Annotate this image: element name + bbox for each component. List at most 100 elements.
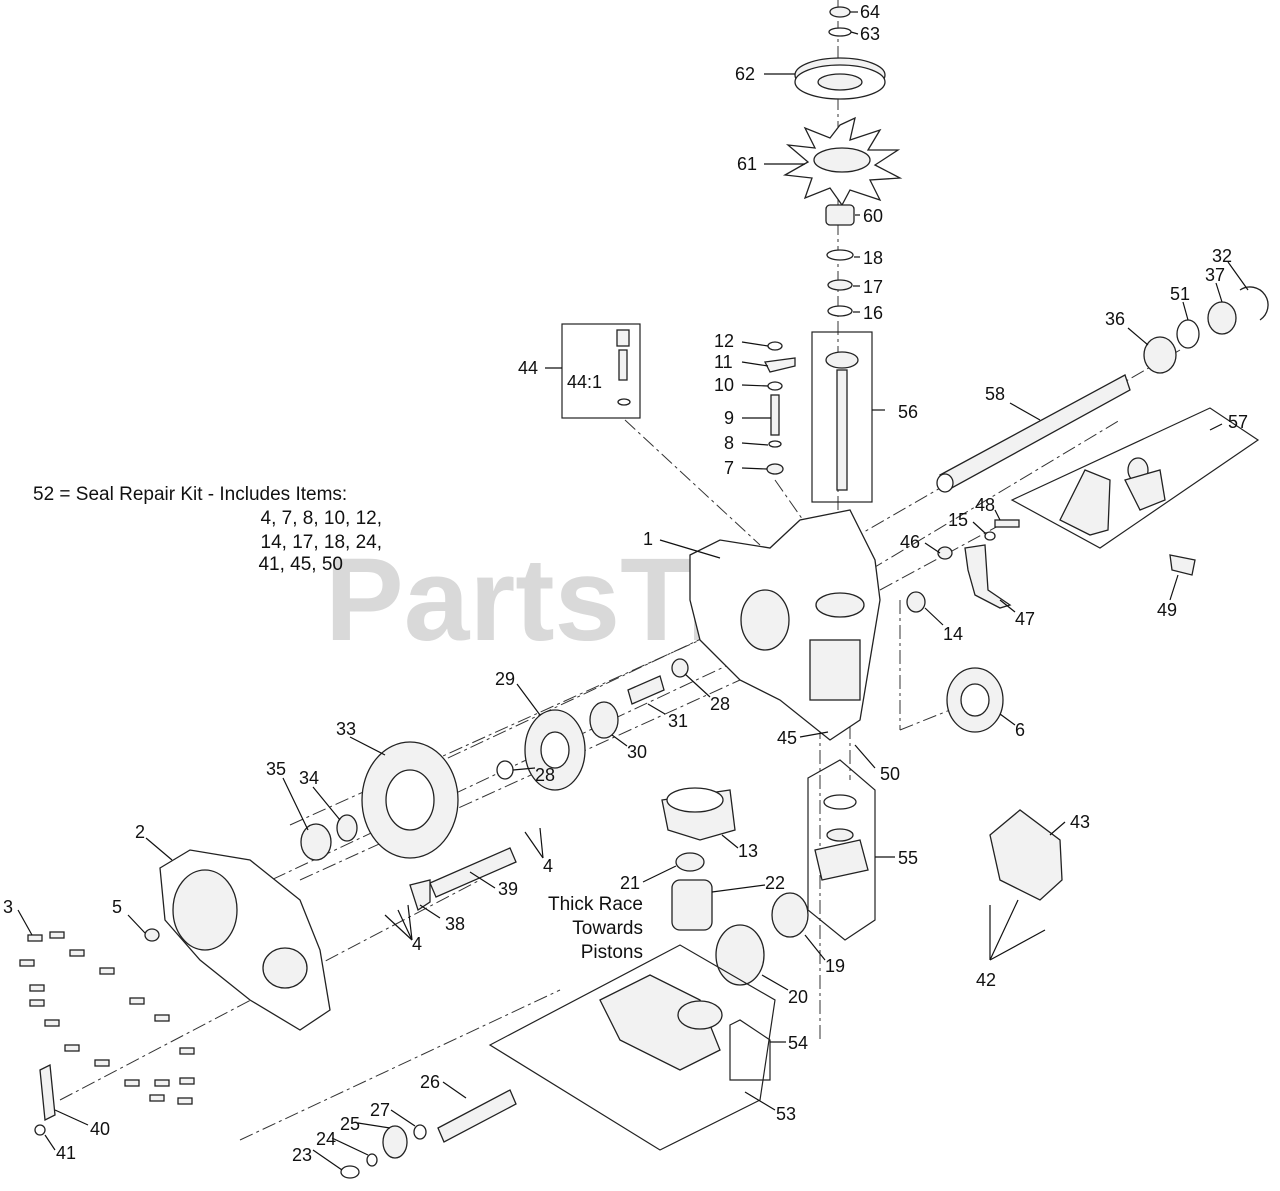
race-21 bbox=[675, 852, 705, 872]
seal-17 bbox=[827, 279, 853, 291]
kit-note-line-4: 41, 45, 50 bbox=[258, 554, 343, 575]
callout-10: 10 bbox=[714, 375, 734, 395]
pulley-fan-stack bbox=[782, 6, 903, 317]
callout-53: 53 bbox=[776, 1104, 796, 1124]
callout-29: 29 bbox=[495, 669, 515, 689]
filter-base-55-box bbox=[807, 759, 876, 941]
clip-24 bbox=[366, 1153, 378, 1167]
gear-train bbox=[300, 658, 689, 861]
callout-50: 50 bbox=[880, 764, 900, 784]
washer-15 bbox=[984, 531, 996, 541]
annotation-line-2: Towards bbox=[572, 918, 643, 939]
clip-32 bbox=[1239, 286, 1269, 321]
annotation-line-3: Pistons bbox=[581, 942, 643, 963]
arm-47 bbox=[964, 544, 1012, 609]
callout-4-lower: 4 bbox=[412, 934, 422, 954]
bypass-parts bbox=[906, 519, 1196, 613]
callout-46: 46 bbox=[900, 532, 920, 552]
callout-1: 1 bbox=[643, 529, 653, 549]
callout-24: 24 bbox=[316, 1129, 336, 1149]
callout-64: 64 bbox=[860, 2, 880, 22]
callout-4-upper: 4 bbox=[543, 856, 553, 876]
callout-44: 44 bbox=[518, 358, 538, 378]
fan-61 bbox=[782, 116, 903, 207]
pinion-30 bbox=[589, 701, 619, 739]
seal-14 bbox=[906, 591, 926, 613]
callout-58: 58 bbox=[985, 384, 1005, 404]
center-section-53-box bbox=[488, 944, 776, 1151]
callout-18: 18 bbox=[863, 248, 883, 268]
callout-54: 54 bbox=[788, 1033, 808, 1053]
callout-32: 32 bbox=[1212, 246, 1232, 266]
bolt-48 bbox=[994, 519, 1020, 528]
axle-assembly bbox=[936, 286, 1269, 493]
callout-6: 6 bbox=[1015, 720, 1025, 740]
callout-62: 62 bbox=[735, 64, 755, 84]
side-cover-2 bbox=[159, 849, 331, 1031]
callout-16: 16 bbox=[863, 303, 883, 323]
callout-34: 34 bbox=[299, 768, 319, 788]
callout-31: 31 bbox=[668, 711, 688, 731]
callout-8: 8 bbox=[724, 433, 734, 453]
callout-17: 17 bbox=[863, 277, 883, 297]
washer-23 bbox=[340, 1165, 360, 1179]
bolts-3 bbox=[19, 928, 195, 1105]
cylinder-20 bbox=[715, 924, 765, 986]
ring-16 bbox=[827, 305, 853, 317]
callout-48: 48 bbox=[975, 495, 995, 515]
callout-56: 56 bbox=[898, 402, 918, 422]
callout-63: 63 bbox=[860, 24, 880, 44]
callout-25: 25 bbox=[340, 1114, 360, 1134]
callout-45: 45 bbox=[777, 728, 797, 748]
callout-57: 57 bbox=[1228, 412, 1248, 432]
bearing-36 bbox=[1143, 336, 1177, 374]
callout-19: 19 bbox=[825, 956, 845, 976]
washer-28b bbox=[496, 760, 514, 780]
pump-parts bbox=[661, 787, 809, 986]
callout-43: 43 bbox=[1070, 812, 1090, 832]
guard-43 bbox=[989, 809, 1063, 901]
reduction-parts bbox=[340, 1124, 427, 1179]
callout-42: 42 bbox=[976, 970, 996, 990]
nut-64 bbox=[829, 6, 851, 18]
kit-note-line-1: 52 = Seal Repair Kit - Includes Items: bbox=[33, 484, 347, 505]
plug-5 bbox=[144, 928, 160, 942]
callout-41: 41 bbox=[56, 1143, 76, 1163]
valve-54-box bbox=[729, 1019, 771, 1081]
hub-60 bbox=[825, 204, 855, 226]
leader-lines bbox=[17, 11, 1249, 1171]
washer-28a bbox=[671, 658, 689, 678]
callout-14: 14 bbox=[943, 624, 963, 644]
ring-41 bbox=[34, 1124, 46, 1136]
washer-34 bbox=[336, 814, 358, 842]
callout-9: 9 bbox=[724, 408, 734, 428]
callout-27: 27 bbox=[370, 1100, 390, 1120]
bearing-37 bbox=[1207, 301, 1237, 335]
callout-3: 3 bbox=[3, 897, 13, 917]
callout-30: 30 bbox=[627, 742, 647, 762]
callout-51: 51 bbox=[1170, 284, 1190, 304]
bracket-57-box bbox=[1010, 407, 1260, 549]
seal-kit-note: 52 = Seal Repair Kit - Includes Items: 4… bbox=[33, 484, 382, 575]
shaft-26 bbox=[437, 1089, 517, 1143]
assembly-annotation: Thick Race Towards Pistons bbox=[548, 894, 643, 963]
callout-12: 12 bbox=[714, 331, 734, 351]
callout-36: 36 bbox=[1105, 309, 1125, 329]
washer-63 bbox=[828, 27, 852, 37]
callout-labels: 64 63 62 61 60 18 17 16 56 12 11 10 9 8 … bbox=[3, 2, 1248, 1165]
spring-49 bbox=[1169, 554, 1196, 576]
callout-35: 35 bbox=[266, 759, 286, 779]
ring-18 bbox=[826, 249, 854, 261]
callout-37: 37 bbox=[1205, 265, 1225, 285]
callout-23: 23 bbox=[292, 1145, 312, 1165]
callout-26: 26 bbox=[420, 1072, 440, 1092]
washer-51 bbox=[1176, 319, 1200, 349]
kit-note-line-3: 14, 17, 18, 24, bbox=[261, 532, 383, 553]
callout-47: 47 bbox=[1015, 609, 1035, 629]
callout-40: 40 bbox=[90, 1119, 110, 1139]
race-19 bbox=[771, 892, 809, 938]
callout-11: 11 bbox=[714, 352, 733, 372]
lever-38 bbox=[409, 879, 431, 912]
arm-40 bbox=[39, 1063, 56, 1122]
callout-20: 20 bbox=[788, 987, 808, 1007]
